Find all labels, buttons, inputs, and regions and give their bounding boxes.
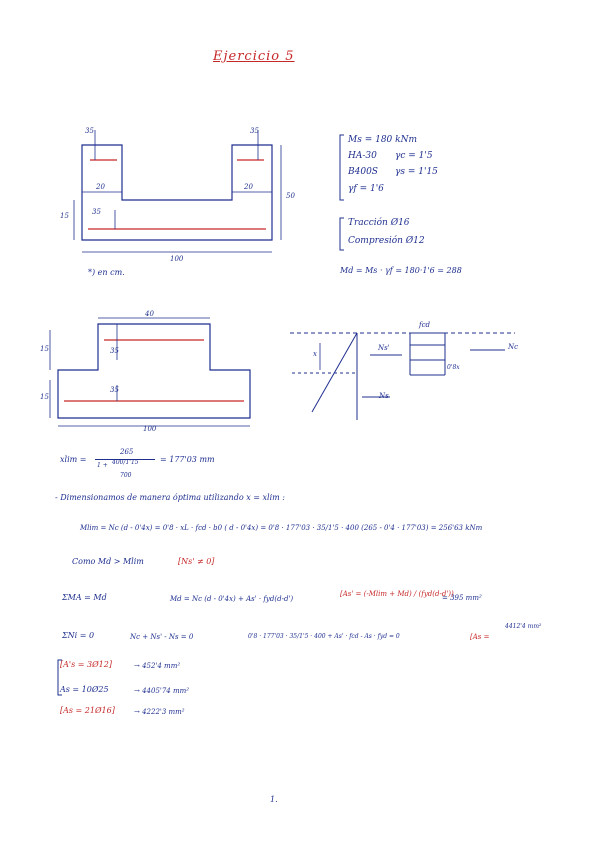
dim-15-top: 15 bbox=[40, 345, 49, 353]
label-08x: 0'8x bbox=[447, 364, 460, 371]
data-concrete: HA-30 bbox=[348, 151, 377, 161]
sum-moments-result: = 395 mm² bbox=[442, 594, 482, 602]
results-brace bbox=[57, 659, 62, 696]
xlim-fraction-bar bbox=[95, 459, 155, 460]
data-gamma-f: γf = 1'6 bbox=[348, 184, 384, 194]
sum-forces-lhs: ΣNi = 0 bbox=[62, 631, 95, 640]
result-as-prime: [A's = 3Ø12] bbox=[60, 660, 112, 669]
data-gamma-s: γs = 1'15 bbox=[395, 167, 438, 177]
dim-35-a: 35 bbox=[110, 347, 119, 355]
page-number: 1. bbox=[270, 795, 278, 804]
data-compression: Compresión Ø12 bbox=[348, 236, 425, 246]
dim-15-bot: 15 bbox=[40, 393, 49, 401]
section2-drawing bbox=[49, 317, 251, 427]
xlim-result: = 177'03 mm bbox=[160, 455, 215, 464]
label-ns-prime: Ns' bbox=[378, 344, 390, 352]
xlim-den-frac-den: 700 bbox=[120, 472, 132, 479]
data-gamma-c: γc = 1'5 bbox=[395, 151, 433, 161]
result-as-25: As = 10Ø25 bbox=[60, 685, 109, 694]
design-line: - Dimensionamos de manera óptima utiliza… bbox=[55, 493, 285, 502]
sum-moments-mid: Md = Nc (d - 0'4x) + As' · fyd(d-d') bbox=[170, 595, 294, 603]
result-as-prime-val: → 452'4 mm² bbox=[134, 662, 181, 670]
dim-20-right: 20 bbox=[244, 183, 253, 191]
sum-forces-result: 4412'4 mm² bbox=[505, 623, 542, 630]
sum-forces-expr: 0'8 · 177'03 · 35/1'5 · 400 + As' · fcd … bbox=[248, 633, 400, 640]
sum-moments-box: [As' = (-Mlim + Md) / (fyd(d-d')) bbox=[340, 590, 454, 598]
dim-15: 15 bbox=[60, 212, 69, 220]
stress-diagram bbox=[290, 332, 515, 420]
como-line: Como Md > Mlim bbox=[72, 557, 144, 566]
como-result: [Ns' ≠ 0] bbox=[178, 557, 215, 566]
dim-100: 100 bbox=[170, 255, 184, 263]
dim-50: 50 bbox=[286, 192, 295, 200]
data-brace bbox=[339, 134, 344, 251]
label-x: x bbox=[313, 350, 317, 358]
result-as-16-val: → 4222'3 mm² bbox=[134, 708, 185, 716]
dim-35-mid: 35 bbox=[92, 208, 101, 216]
sum-forces-box: [As = bbox=[470, 633, 490, 641]
units-note: *) en cm. bbox=[88, 268, 125, 277]
sum-moments-lhs: ΣMA = Md bbox=[62, 593, 107, 602]
dim-top-left: 35 bbox=[85, 127, 94, 135]
label-ns: Ns bbox=[379, 392, 389, 400]
md-equation: Md = Ms · γf = 180·1'6 = 288 bbox=[340, 266, 462, 275]
data-tension: Tracción Ø16 bbox=[348, 218, 410, 228]
sum-forces-mid: Nc + Ns' - Ns = 0 bbox=[130, 633, 194, 641]
result-as-16: [As = 21Ø16] bbox=[60, 706, 115, 715]
data-ms: Ms = 180 kNm bbox=[348, 135, 417, 145]
label-fcd: fcd bbox=[419, 321, 430, 329]
section1-drawing bbox=[73, 130, 282, 253]
dim-20-left: 20 bbox=[96, 183, 105, 191]
xlim-numerator: 265 bbox=[120, 448, 134, 456]
dim-40: 40 bbox=[145, 310, 154, 318]
xlim-den-frac-num: 400/1'15 bbox=[112, 459, 139, 466]
dim-35-b: 35 bbox=[110, 386, 119, 394]
label-nc: Nc bbox=[508, 343, 519, 351]
xlim-den-a: 1 + bbox=[97, 462, 108, 469]
mlim-line: Mlim = Nc (d - 0'4x) = 0'8 · xL · fcd · … bbox=[80, 524, 483, 532]
data-steel: B400S bbox=[348, 167, 378, 177]
page-title: Ejercicio 5 bbox=[213, 49, 295, 64]
dim-100-b: 100 bbox=[143, 425, 157, 433]
result-as-25-val: → 4405'74 mm² bbox=[134, 687, 190, 695]
dim-top-right: 35 bbox=[250, 127, 259, 135]
xlim-lhs: xlim = bbox=[60, 455, 87, 464]
